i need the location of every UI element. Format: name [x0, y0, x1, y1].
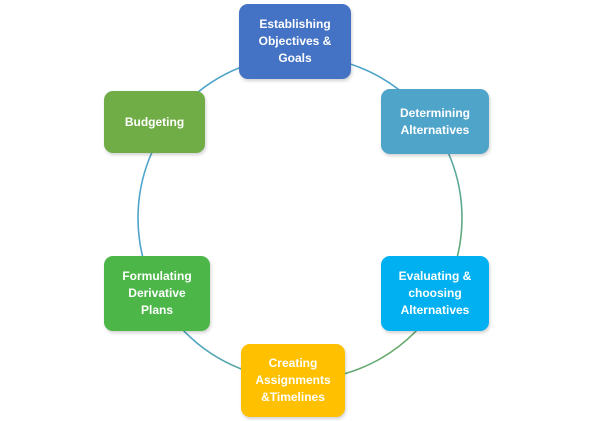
node-creating-assignments-timelines: Creating Assignments &Timelines: [241, 344, 345, 417]
node-establishing-objectives-goals: Establishing Objectives & Goals: [239, 4, 351, 79]
node-budgeting: Budgeting: [104, 91, 205, 153]
node-formulating-derivative-plans: Formulating Derivative Plans: [104, 256, 210, 331]
node-evaluating-choosing-alternatives: Evaluating & choosing Alternatives: [381, 256, 489, 331]
node-determining-alternatives: Determining Alternatives: [381, 89, 489, 154]
